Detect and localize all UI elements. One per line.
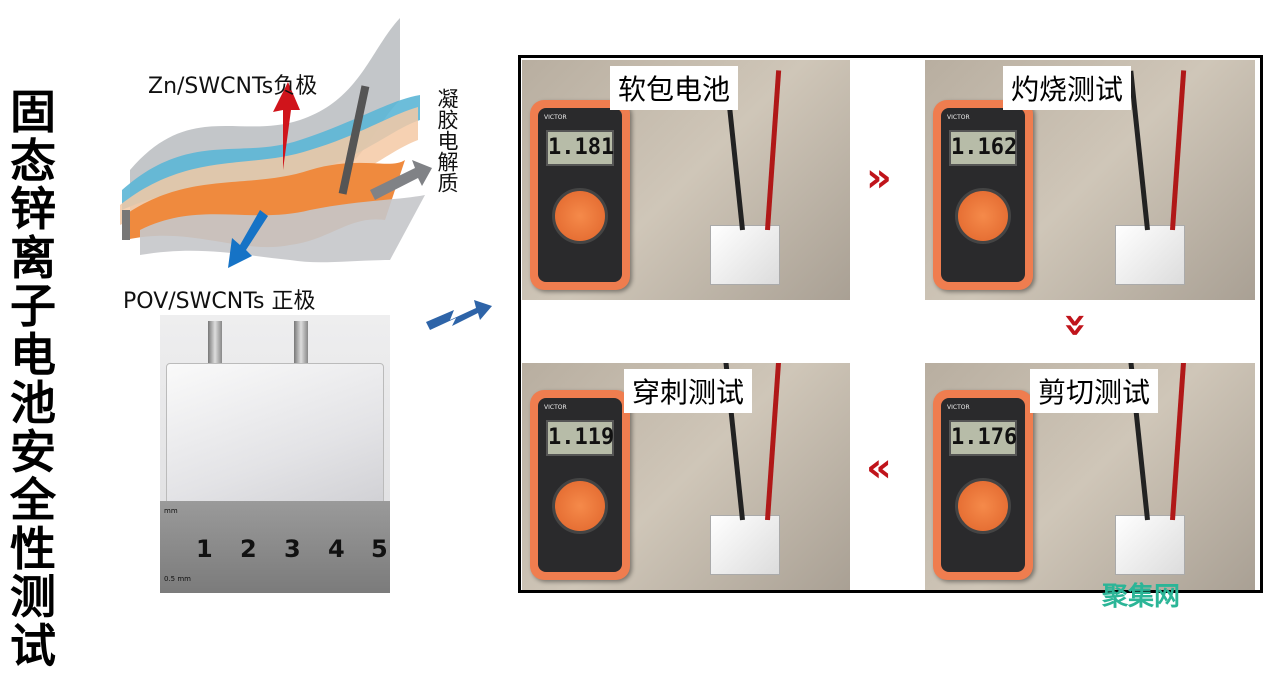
figure-title: 固 态 锌 离 子 电 池 安 全 性 测 试: [8, 88, 58, 670]
pouch-cell: [1115, 515, 1185, 575]
title-char: 性: [10, 521, 56, 576]
title-char: 子: [10, 279, 56, 333]
pouch-battery-photo: mm 0.5 mm 1 2 3 4 5: [160, 315, 390, 593]
multimeter-reading: 1.119: [546, 420, 614, 456]
cathode-label: POV/SWCNTs 正极: [123, 289, 316, 314]
ruler-unit: mm: [164, 507, 178, 515]
panel-caption: 剪切测试: [1030, 369, 1159, 413]
ruler-number: 2: [240, 535, 257, 563]
electrolyte-label: 凝胶电解质: [435, 88, 459, 193]
pouch-cell: [710, 225, 780, 285]
title-char: 电: [10, 327, 56, 382]
title-char: 固: [10, 85, 56, 139]
anode-label: Zn/SWCNTs负极: [148, 74, 318, 99]
multimeter-dial: [552, 188, 608, 244]
multimeter-reading: 1.181: [546, 130, 614, 166]
chevron-right-icon: »: [866, 155, 892, 201]
title-char: 池: [10, 376, 56, 430]
panel-caption: 软包电池: [610, 66, 739, 110]
title-char: 试: [10, 618, 56, 673]
ruler: mm 0.5 mm 1 2 3 4 5: [160, 501, 390, 593]
flow-arrow-icon: [426, 300, 492, 330]
chevron-down-icon: »: [1052, 312, 1099, 338]
pouch-cell: [1115, 225, 1185, 285]
ruler-number: 1: [196, 535, 213, 563]
watermark: 聚集网: [1101, 582, 1180, 612]
panel-caption: 穿刺测试: [624, 369, 753, 413]
battery-layer-diagram: [120, 18, 432, 268]
ruler-unit: 0.5 mm: [164, 575, 191, 583]
title-char: 测: [10, 570, 56, 624]
title-char: 安: [10, 424, 56, 479]
title-char: 锌: [10, 182, 56, 236]
pouch-cell: [710, 515, 780, 575]
multimeter-reading: 1.162: [949, 130, 1017, 166]
panel-caption: 灼烧测试: [1003, 66, 1132, 110]
multimeter-dial: [955, 188, 1011, 244]
cathode-arrow-icon: [228, 210, 268, 268]
title-char: 态: [10, 133, 56, 188]
ruler-number: 5: [371, 535, 388, 563]
title-char: 全: [10, 473, 56, 527]
ruler-number: 3: [284, 535, 301, 563]
multimeter-reading: 1.176: [949, 420, 1017, 456]
anode-arrow-icon: [273, 82, 300, 170]
test-panel-frame: [518, 55, 1263, 593]
ruler-number: 4: [328, 535, 345, 563]
title-char: 离: [10, 230, 56, 285]
electrolyte-arrow-icon: [370, 160, 432, 200]
multimeter-dial: [955, 478, 1011, 534]
multimeter-dial: [552, 478, 608, 534]
chevron-left-icon: «: [866, 445, 892, 491]
